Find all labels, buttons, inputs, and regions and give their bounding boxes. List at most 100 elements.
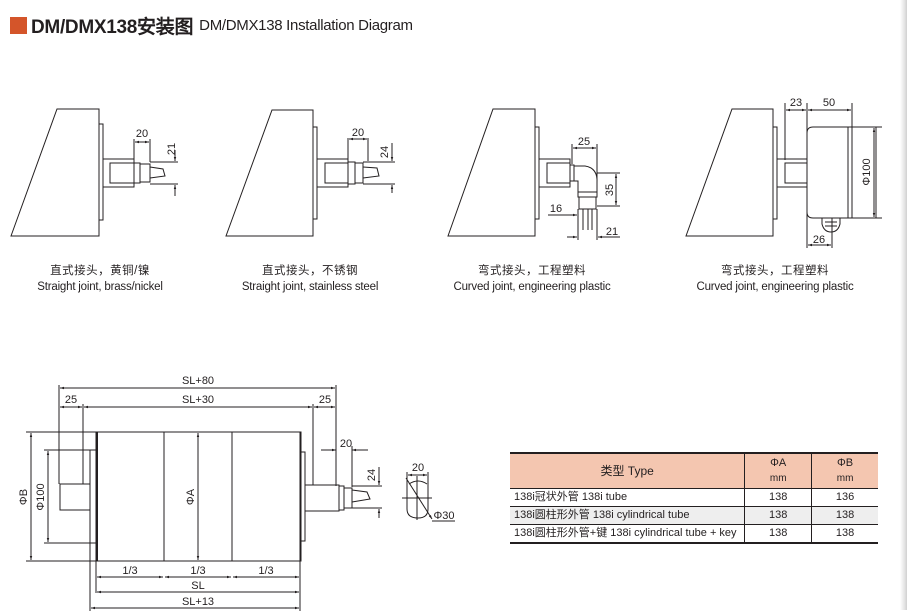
dim-label-phi-a: ΦA [185, 488, 197, 505]
dim-leader-diameter [405, 477, 433, 520]
dim-label-sl13: SL+13 [182, 596, 214, 608]
caption-en: Curved joint, engineering plastic [696, 281, 854, 293]
elbow-body [574, 165, 598, 193]
dim-label-sl: SL [191, 580, 204, 592]
flange-outline [772, 126, 778, 220]
dim-label: 21 [606, 226, 618, 238]
caption-en: Straight joint, brass/nickel [37, 281, 163, 293]
joint-1-drawing [10, 108, 178, 237]
header-type: 类型 Type [510, 453, 745, 489]
header-phi-a: ΦA mm [744, 453, 812, 489]
title-accent-square [10, 16, 27, 34]
dim-label-phi-100: Φ100 [35, 483, 47, 510]
elbow-base [569, 164, 575, 182]
cell-type: 138i冠状外管 138i tube [510, 488, 745, 507]
cable-stub [362, 166, 380, 179]
dim-label-overall: SL+80 [182, 375, 214, 387]
joint-4-drawing [685, 103, 882, 248]
main-roller-drawing [26, 385, 382, 611]
joint-body [139, 163, 151, 183]
dim-label-section-width: 20 [412, 462, 424, 474]
joint-2-caption: 直式接头，不锈钢 Straight joint, stainless steel [210, 263, 410, 295]
joint-nut [338, 485, 345, 511]
dim-label-phi-b: ΦB [18, 489, 30, 505]
dim-label-third: 1/3 [258, 565, 273, 577]
table-row: 138i冠状外管 138i tube 138 136 [510, 488, 878, 507]
dim-label: 20 [352, 127, 364, 139]
cell-phi-a: 138 [744, 488, 812, 507]
title-chinese: DM/DMX138安装图 [31, 16, 194, 38]
dim-label: 35 [604, 184, 616, 196]
table-row: 138i圆柱形外管+键 138i cylindrical tube + key … [510, 524, 878, 543]
cell-phi-b: 136 [811, 488, 878, 507]
joint-4-caption: 弯式接头，工程塑料 Curved joint, engineering plas… [675, 263, 875, 295]
section-detail-drawing [402, 472, 455, 522]
elbow-gland [578, 196, 597, 210]
caption-cn: 直式接头，黄铜/镍 [50, 265, 150, 277]
caption-cn: 弯式接头，工程塑料 [478, 265, 586, 277]
dim-label-right-shaft: 25 [319, 394, 331, 406]
left-shaft [59, 483, 90, 511]
joint-2-drawing [225, 109, 395, 237]
cell-phi-a: 138 [744, 506, 812, 525]
dim-label: 16 [550, 203, 562, 215]
joint-1-caption: 直式接头，黄铜/镍 Straight joint, brass/nickel [0, 263, 200, 295]
header-phi-a-label: ΦA [770, 457, 787, 469]
dim-label-third: 1/3 [190, 565, 205, 577]
header-phi-b-label: ΦB [837, 457, 854, 469]
cable-stub [351, 489, 371, 503]
caption-cn: 弯式接头，工程塑料 [721, 265, 829, 277]
shaft-inner [784, 162, 808, 184]
dim-label-section-diameter: Φ30 [433, 510, 454, 522]
header-phi-b-unit: mm [836, 473, 854, 484]
elbow-nut [577, 191, 598, 198]
dim-label: 20 [136, 128, 148, 140]
shaft-inner [109, 162, 135, 184]
joint-body [343, 487, 353, 509]
joint-nut [133, 162, 141, 184]
caption-en: Straight joint, stainless steel [241, 281, 379, 293]
flange-outline [534, 126, 540, 220]
right-flange [300, 451, 306, 542]
dim-label-joint: 20 [340, 438, 352, 450]
right-shaft [304, 484, 340, 512]
table-row: 138i圆柱形外管 138i cylindrical tube 138 138 [510, 506, 878, 525]
motor-body-outline [225, 109, 314, 237]
shaft-inner [546, 162, 571, 184]
dim-label: 26 [813, 234, 825, 246]
motor-body-outline [10, 108, 100, 237]
cell-phi-b: 138 [811, 524, 878, 543]
caption-cn: 直式接头，不锈钢 [262, 265, 358, 277]
cable-gland [821, 218, 841, 233]
page-edge-shadow [900, 0, 907, 610]
section-arc [408, 480, 428, 485]
cell-type: 138i圆柱形外管 138i cylindrical tube [510, 506, 745, 525]
joint-nut [347, 161, 356, 185]
cell-type: 138i圆柱形外管+键 138i cylindrical tube + key [510, 524, 745, 543]
dim-label: 50 [823, 97, 835, 109]
left-flange [89, 449, 97, 544]
caption-en: Curved joint, engineering plastic [453, 281, 611, 293]
dim-label: 23 [790, 97, 802, 109]
dim-label: 24 [379, 146, 391, 158]
dim-label: Φ100 [861, 158, 873, 185]
title-english: DM/DMX138 Installation Diagram [199, 16, 413, 34]
dim-label-third: 1/3 [122, 565, 137, 577]
dim-label-left-shaft: 25 [65, 394, 77, 406]
dim-label: 21 [166, 143, 178, 155]
spec-table-header: 类型 Type ΦA mm ΦB mm [510, 453, 878, 489]
header-phi-b: ΦB mm [811, 453, 878, 489]
dim-label-joint-height: 24 [366, 469, 378, 481]
motor-body-outline [447, 108, 536, 237]
cell-phi-a: 138 [744, 524, 812, 543]
motor-body-outline [685, 108, 774, 237]
flange-outline [98, 123, 104, 221]
page-title: DM/DMX138安装图 DM/DMX138 Installation Diag… [10, 14, 413, 38]
cell-phi-b: 138 [811, 506, 878, 525]
flange-outline [312, 126, 318, 220]
joint-3-drawing [447, 108, 620, 240]
spec-table: 类型 Type ΦA mm ΦB mm 138i冠状外管 138i tube 1… [510, 452, 878, 544]
cable-stub [149, 166, 166, 179]
shaft-inner [324, 162, 349, 184]
